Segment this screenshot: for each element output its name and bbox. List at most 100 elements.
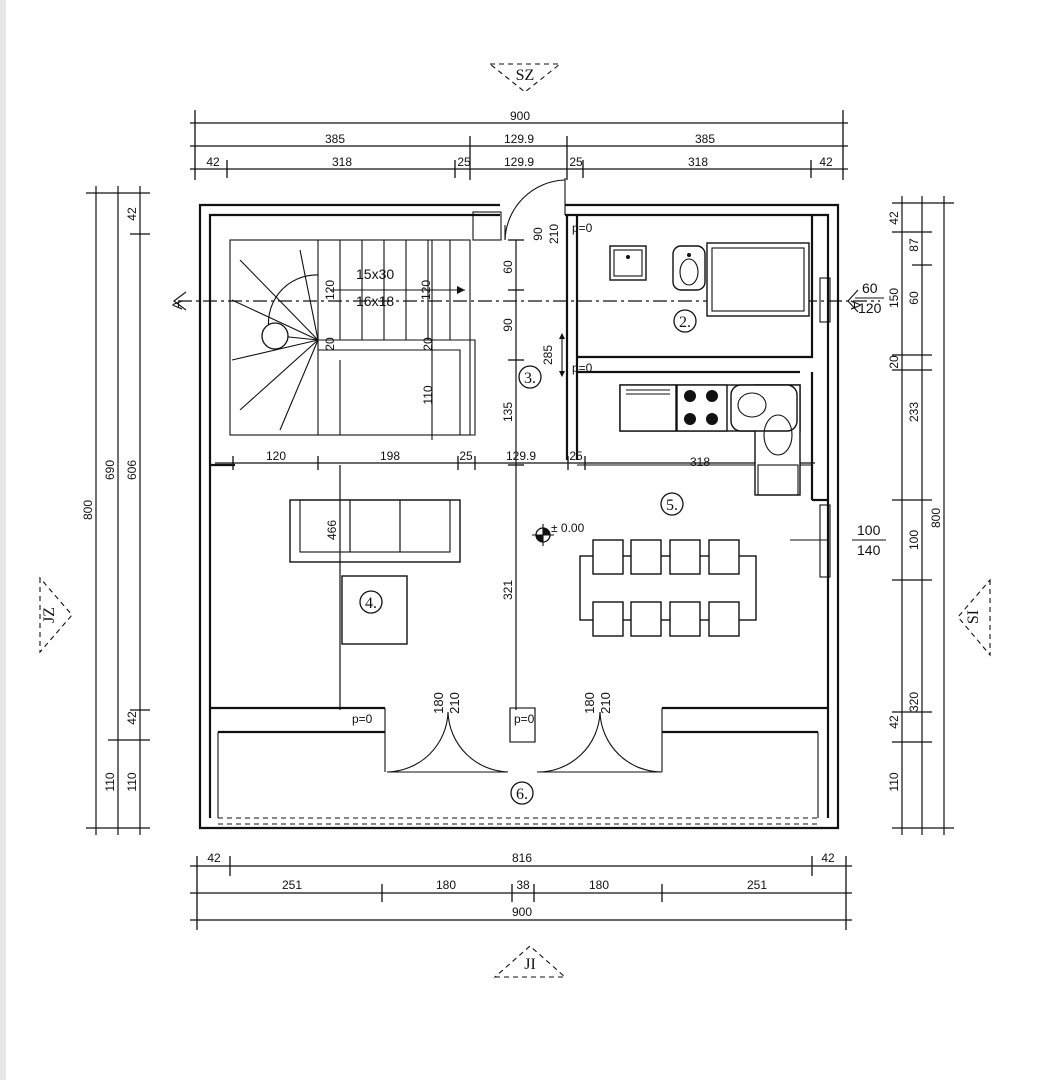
stair-note-1: 15x30: [356, 266, 394, 282]
level-marker: ± 0.00: [532, 521, 585, 546]
dim-bottom3-total: 900: [512, 905, 532, 919]
stair-dim-120b: 120: [419, 280, 433, 300]
dim-right-233: 233: [907, 402, 921, 422]
kitchen-p0: p=0: [572, 361, 593, 375]
lower-doors: 180 210 180 210 p=0: [386, 692, 663, 773]
room-4: 4.: [365, 595, 377, 612]
room-labels: 2. 3. 4. 5. 6.: [359, 309, 697, 805]
section-mark-left: A: [169, 300, 185, 310]
dining-table: [579, 539, 828, 637]
dim-bottom1-a: 42: [207, 851, 221, 865]
door-b-180: 180: [582, 692, 597, 714]
room-5: 5.: [666, 497, 678, 514]
dim-top3-c: 25: [457, 155, 471, 169]
orientation-west: JZ: [39, 576, 73, 654]
orientation-east-label: SI: [965, 610, 982, 624]
hall-dim-321: 321: [501, 580, 515, 600]
hall-dimensions: 60 90 135 321 285: [501, 239, 565, 710]
mid-dim-1299: 129.9: [506, 449, 536, 463]
dim-right-20: 20: [887, 355, 901, 369]
stair-dim-120a: 120: [323, 280, 337, 300]
mid-dim-120: 120: [266, 449, 286, 463]
dim-left-110a: 110: [103, 772, 117, 791]
window-lower-b: 140: [857, 542, 881, 558]
window-upper-b: 120: [858, 300, 882, 316]
dim-top3-g: 42: [819, 155, 833, 169]
level-label: ± 0.00: [551, 521, 585, 535]
dim-right-42a: 42: [887, 211, 901, 225]
building-outline: [198, 203, 840, 830]
dim-left-42b: 42: [125, 711, 139, 725]
dim-bottom2-a: 251: [282, 878, 302, 892]
dim-right-100: 100: [907, 530, 921, 550]
left-dimensions: 800 690 110 42 606 42 110: [81, 186, 150, 835]
dim-right-150: 150: [887, 288, 901, 308]
hall-dim-285: 285: [541, 345, 555, 365]
mid-dim-198: 198: [380, 449, 400, 463]
dim-top-mid: 129.9: [504, 132, 534, 146]
dim-left-110b: 110: [125, 772, 139, 791]
bath-p0: p=0: [572, 221, 593, 235]
dim-bottom2-d: 180: [589, 878, 609, 892]
window-labels: 60 120 100 140: [852, 280, 886, 558]
door-top-90: 90: [531, 227, 545, 241]
orientation-south-label: JI: [524, 956, 536, 973]
dim-bottom1-c: 42: [821, 851, 835, 865]
dim-bottom2-c: 38: [516, 878, 530, 892]
dim-top3-d: 129.9: [504, 155, 534, 169]
door-top-210: 210: [547, 224, 561, 244]
dim-top-total: 900: [510, 109, 530, 123]
door-p0: p=0: [514, 712, 535, 726]
bathroom: p=0: [572, 221, 810, 317]
page-edge: [0, 0, 6, 1080]
dim-top-left: 385: [325, 132, 345, 146]
staircase: 15x30 16x18 120 120 20 20 110: [229, 239, 476, 440]
orientation-west-label: JZ: [41, 607, 58, 623]
dim-left-690: 690: [103, 460, 117, 480]
room-2: 2.: [679, 314, 691, 331]
kitchen: p=0: [572, 361, 801, 496]
section-mark-right: A: [848, 300, 864, 310]
bottom-dimensions: 42 816 42 251 180 38 180 251 900: [190, 851, 852, 930]
orientation-north: SZ: [488, 63, 562, 93]
living-dim-466: 466: [325, 520, 339, 540]
living-p0: p=0: [352, 712, 373, 726]
dim-top3-a: 42: [206, 155, 220, 169]
door-a-180: 180: [431, 692, 446, 714]
dim-bottom2-b: 180: [436, 878, 456, 892]
orientation-south: JI: [493, 945, 567, 978]
middle-dimension-row: 120 198 25 129.9 25 318: [215, 449, 815, 470]
door-b-210: 210: [598, 692, 613, 714]
stair-dim-20b: 20: [421, 337, 435, 351]
dim-left-total: 800: [81, 500, 95, 520]
dim-top3-e: 25: [569, 155, 583, 169]
stair-dim-20a: 20: [323, 337, 337, 351]
dim-right-total: 800: [929, 508, 943, 528]
orientation-north-label: SZ: [516, 67, 535, 84]
room-6: 6.: [516, 786, 528, 803]
dim-left-606: 606: [125, 460, 139, 480]
dim-bottom1-b: 816: [512, 851, 532, 865]
mid-dim-318: 318: [690, 455, 710, 469]
door-a-210: 210: [447, 692, 462, 714]
dim-right-110: 110: [887, 772, 901, 791]
dim-right-87: 87: [907, 238, 921, 252]
stair-note-2: 16x18: [356, 293, 394, 309]
entry-door: 90 210: [504, 178, 566, 244]
dim-right-60: 60: [907, 291, 921, 305]
hall-dim-60: 60: [501, 260, 515, 274]
dim-right-320: 320: [907, 692, 921, 712]
dim-top3-b: 318: [332, 155, 352, 169]
dim-bottom2-e: 251: [747, 878, 767, 892]
right-dimensions: 800 42 87 150 60 20 233 100 320 42 110: [887, 196, 954, 835]
orientation-east: SI: [957, 578, 991, 657]
dim-top-right: 385: [695, 132, 715, 146]
hall-dim-90: 90: [501, 318, 515, 332]
dim-left-42a: 42: [125, 207, 139, 221]
window-lower-a: 100: [857, 522, 881, 538]
mid-dim-25b: 25: [569, 449, 583, 463]
hall-dim-135: 135: [501, 402, 515, 422]
stair-dim-110: 110: [421, 385, 435, 404]
mid-dim-25a: 25: [459, 449, 473, 463]
